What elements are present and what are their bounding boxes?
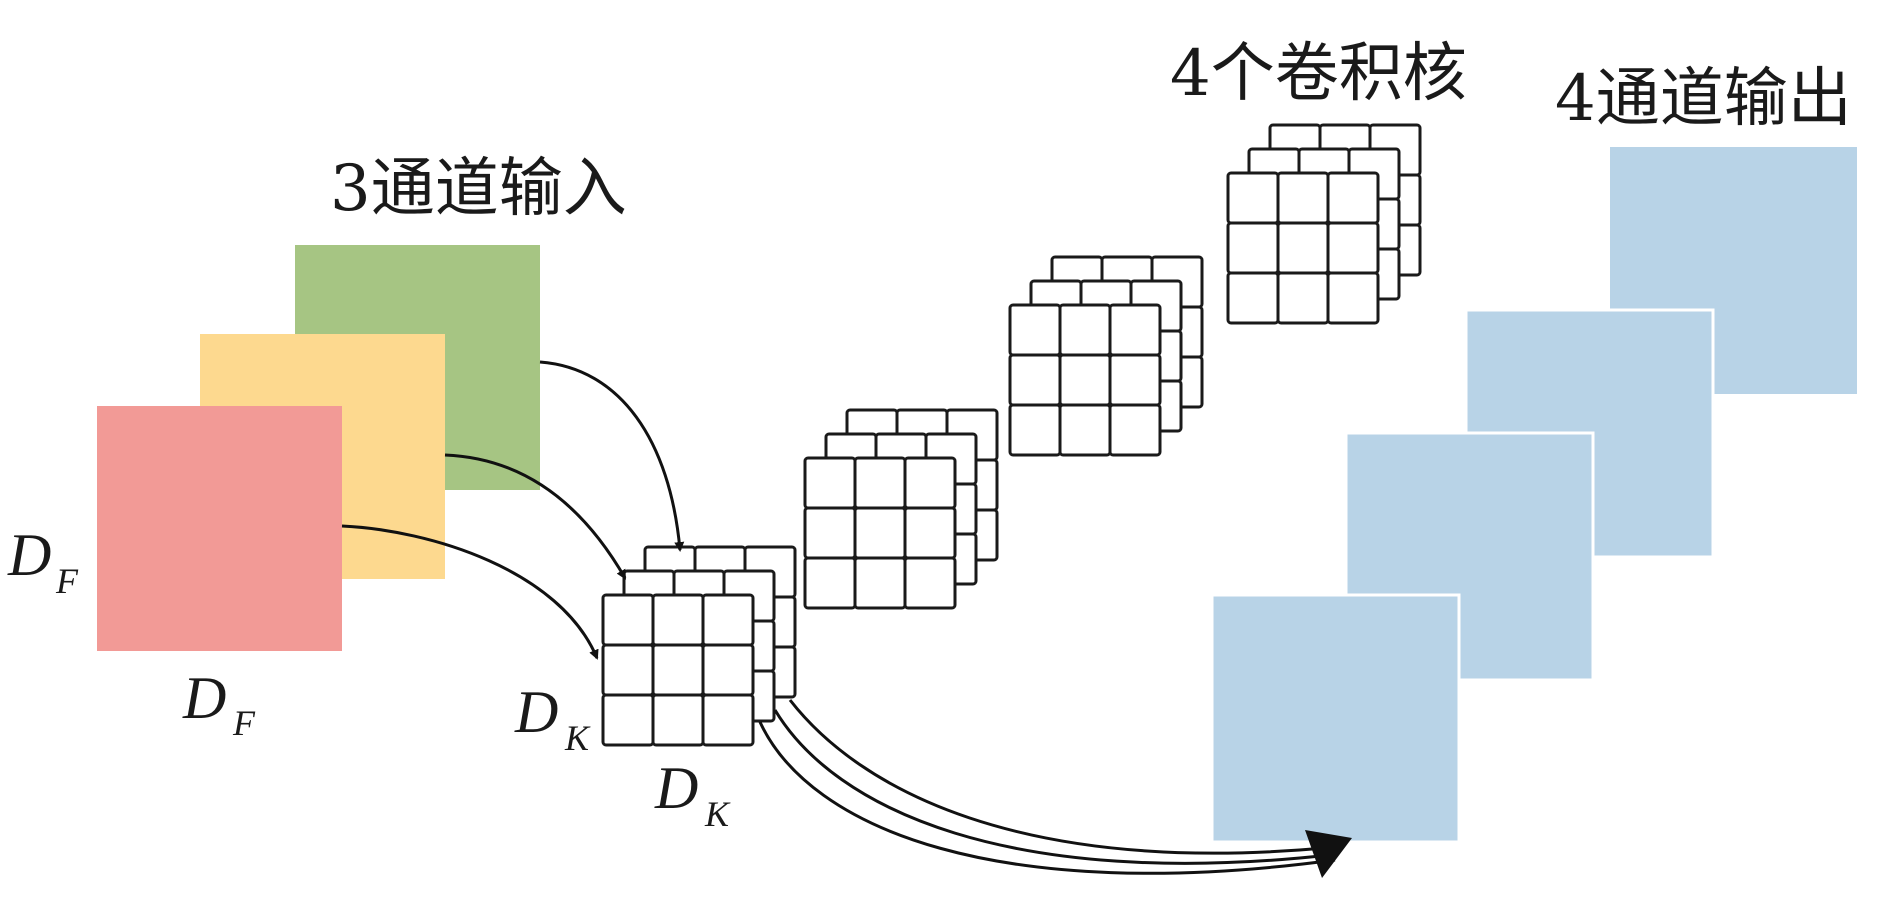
kernel-cell bbox=[903, 506, 957, 560]
kernel-2-layer-1 bbox=[803, 456, 957, 610]
kernel-cell bbox=[601, 643, 655, 697]
arrow-kernel-to-output-c bbox=[758, 721, 1336, 875]
kernels-title: 4个卷积核 bbox=[1170, 37, 1467, 111]
input-title: 3通道输入 bbox=[330, 152, 627, 226]
kernel-cell bbox=[1226, 171, 1280, 225]
kernel-cell bbox=[803, 506, 857, 560]
kernel-cell bbox=[701, 693, 755, 747]
kernel-cell bbox=[803, 456, 857, 510]
input-height-label: D F bbox=[7, 522, 79, 601]
kernel-cell bbox=[601, 593, 655, 647]
kernel-cell bbox=[1226, 221, 1280, 275]
kernel-cell bbox=[853, 556, 907, 610]
output-channel-1 bbox=[1210, 593, 1461, 844]
arrow-kernel-to-output-a bbox=[788, 699, 1326, 855]
kernel-cell bbox=[651, 643, 705, 697]
input-stack bbox=[97, 245, 540, 651]
df-sub-left: F bbox=[55, 561, 79, 601]
kernel-cell bbox=[1008, 353, 1062, 407]
arrow-channel-1-to-kernel bbox=[341, 524, 599, 660]
kernel-cell bbox=[903, 556, 957, 610]
dk-sub-bottom: K bbox=[704, 794, 731, 834]
kernel-cell bbox=[1058, 303, 1112, 357]
kernel-cell bbox=[701, 593, 755, 647]
arrow-kernel-to-output-b bbox=[773, 709, 1331, 865]
kernel-group bbox=[601, 123, 1422, 747]
input-channel-1 bbox=[97, 406, 342, 651]
kernel-height-label: D K bbox=[514, 679, 591, 758]
kernel-cell bbox=[601, 693, 655, 747]
kernel-cell bbox=[1276, 271, 1330, 325]
kernel-cell bbox=[1008, 403, 1062, 457]
kernel-3 bbox=[1008, 255, 1204, 457]
dk-letter-left: D bbox=[514, 679, 558, 745]
output-title: 4通道输出 bbox=[1555, 62, 1852, 136]
kernel-width-label: D K bbox=[654, 755, 731, 834]
kernel-cell bbox=[701, 643, 755, 697]
arrow-channel-2-to-kernel bbox=[444, 453, 627, 580]
kernel-cell bbox=[651, 593, 705, 647]
df-sub-bottom: F bbox=[232, 703, 256, 743]
kernel-cell bbox=[651, 693, 705, 747]
kernel-cell bbox=[853, 506, 907, 560]
input-width-label: D F bbox=[182, 665, 256, 743]
df-letter-bottom: D bbox=[182, 665, 226, 731]
kernel-1 bbox=[601, 545, 797, 747]
kernel-cell bbox=[1276, 171, 1330, 225]
kernel-cell bbox=[1326, 171, 1380, 225]
kernel-cell bbox=[903, 456, 957, 510]
kernel-cell bbox=[803, 556, 857, 610]
kernel-cell bbox=[1058, 403, 1112, 457]
kernel-cell bbox=[1008, 303, 1062, 357]
kernel-2 bbox=[803, 408, 999, 610]
kernel-4-layer-1 bbox=[1226, 171, 1380, 325]
kernel-to-output-arrows bbox=[758, 699, 1352, 878]
df-letter-left: D bbox=[7, 522, 51, 588]
kernel-cell bbox=[1276, 221, 1330, 275]
kernel-cell bbox=[1108, 353, 1162, 407]
kernel-cell bbox=[853, 456, 907, 510]
kernel-cell bbox=[1226, 271, 1280, 325]
dk-letter-bottom: D bbox=[654, 755, 698, 821]
kernel-cell bbox=[1108, 303, 1162, 357]
kernel-cell bbox=[1108, 403, 1162, 457]
kernel-1-layer-1 bbox=[601, 593, 755, 747]
output-stack bbox=[1210, 147, 1857, 844]
kernel-cell bbox=[1058, 353, 1112, 407]
dk-sub-left: K bbox=[564, 718, 591, 758]
kernel-cell bbox=[1326, 221, 1380, 275]
arrow-channel-3-to-kernel bbox=[539, 360, 685, 552]
kernel-4 bbox=[1226, 123, 1422, 325]
kernel-3-layer-1 bbox=[1008, 303, 1162, 457]
kernel-cell bbox=[1326, 271, 1380, 325]
output-arrowhead bbox=[1305, 830, 1352, 878]
input-to-kernel-arrows bbox=[341, 360, 685, 660]
